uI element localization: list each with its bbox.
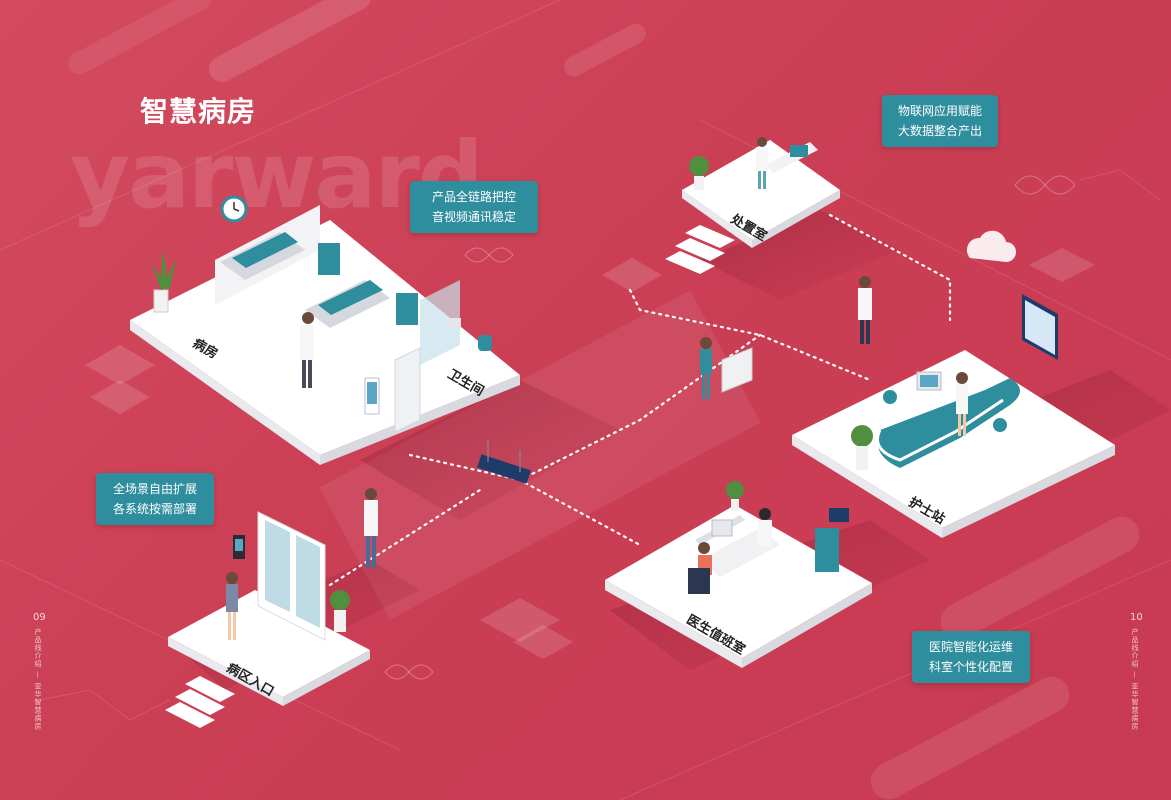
side-note-left: 产品线介绍 — 亚华智慧病房 [34,628,42,731]
page-title: 智慧病房 [140,95,257,128]
callout-product-link: 产品全链路把控 音视频通讯稳定 [410,181,538,233]
callout-line: 物联网应用赋能 [897,104,982,118]
page-number-right: 10 [1130,612,1143,623]
page-number-left: 09 [33,612,46,623]
callout-line: 全场景自由扩展 [112,482,197,496]
callout-line: 医院智能化运维 [928,640,1013,654]
callout-line: 科室个性化配置 [928,660,1013,674]
corridor-figures [364,230,1016,568]
callout-line: 各系统按需部署 [112,502,197,516]
duty-room-platform [605,481,872,668]
ward-bed-2 [305,280,390,328]
callout-ops: 医院智能化运维 科室个性化配置 [912,631,1030,683]
ward-bed-1 [220,232,305,280]
callout-line: 音视频通讯稳定 [431,210,516,224]
ward-platform [130,195,520,465]
callout-line: 大数据整合产出 [897,124,982,138]
callout-iot: 物联网应用赋能 大数据整合产出 [882,95,998,147]
nurse-station-platform [792,294,1115,538]
treatment-platform [665,137,840,274]
callout-line: 产品全链路把控 [431,190,516,204]
callout-scene: 全场景自由扩展 各系统按需部署 [96,473,214,525]
entrance-platform [165,511,370,728]
side-note-right: 产品线介绍 — 亚华智慧病房 [1131,628,1139,731]
